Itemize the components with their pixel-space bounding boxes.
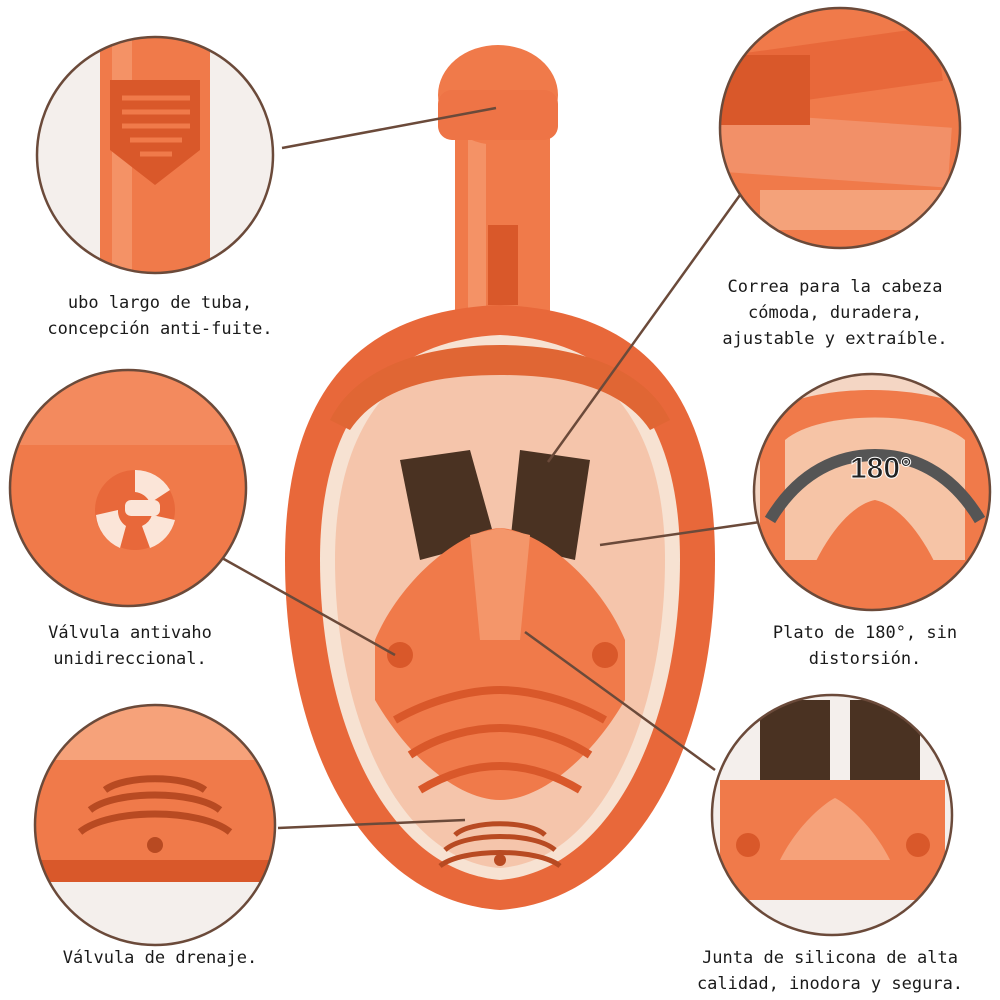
angle-badge: 180° [850,452,912,485]
caption-line: Correa para la cabeza [727,277,943,297]
caption-line: cómoda, duradera, [748,303,922,323]
detail-circle-plate [752,372,992,612]
caption-plate: Plato de 180°, sin distorsión. [750,620,980,672]
caption-line: concepción anti-fuite. [47,319,273,339]
antifog-valve-right [592,642,618,668]
head-strap-right [510,450,590,560]
detail-circle-valve [8,368,248,608]
caption-drain: Válvula de drenaje. [30,945,290,971]
caption-line: unidireccional. [53,649,207,669]
caption-valve: Válvula antivaho unidireccional. [10,620,250,672]
breathing-chamber [375,528,625,800]
detail-circle-strap [718,6,962,250]
caption-line: distorsión. [808,649,922,669]
leader-valve [221,556,396,657]
leader-strap [546,194,742,463]
caption-line: ubo largo de tuba, [67,293,253,313]
leader-plate [599,520,761,547]
caption-line: ajustable y extraíble. [722,329,948,349]
caption-line: calidad, inodora y segura. [696,974,964,994]
leader-drain [277,818,466,830]
drain-valve [438,821,562,869]
leader-tube [281,106,497,150]
caption-seal: Junta de silicona de alta calidad, inodo… [680,945,980,997]
antifog-valve-left [387,642,413,668]
leader-lines [221,106,761,830]
detail-circle-drain [33,703,277,947]
leader-seal [524,630,716,772]
caption-line: Plato de 180°, sin [772,623,958,643]
caption-tube: ubo largo de tuba, concepción anti-fuite… [20,290,300,342]
caption-line: Junta de silicona de alta [702,948,958,968]
head-strap-left [400,450,495,560]
caption-strap: Correa para la cabeza cómoda, duradera, … [690,274,980,352]
detail-circle-tube [35,35,275,275]
full-face-mask [285,45,715,910]
detail-circle-seal [710,693,954,937]
caption-line: Válvula de drenaje. [62,948,258,968]
caption-line: Válvula antivaho [48,623,212,643]
view-angle-arc [764,448,986,524]
